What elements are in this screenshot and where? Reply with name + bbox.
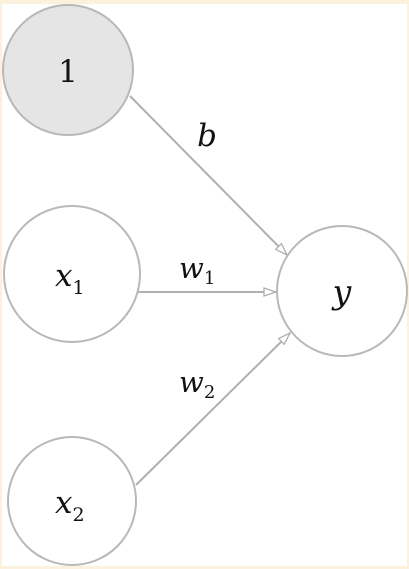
bias-node bbox=[2, 4, 134, 136]
weight-2-edge bbox=[135, 333, 290, 486]
input-1-node-label: x1 bbox=[55, 258, 85, 299]
output-node bbox=[276, 225, 408, 357]
weight-2-edge-label: w2 bbox=[179, 365, 215, 403]
bias-edge bbox=[129, 95, 287, 255]
weight-2-subscript: 2 bbox=[204, 382, 215, 403]
input-2-subscript: 2 bbox=[72, 504, 84, 526]
bias-edge-label: b bbox=[197, 118, 217, 154]
input-2-node bbox=[7, 436, 137, 566]
input-2-symbol: x bbox=[55, 485, 73, 521]
input-1-node bbox=[3, 205, 141, 343]
input-2-node-label: x2 bbox=[55, 485, 85, 526]
weight-1-edge-label: w1 bbox=[179, 251, 215, 289]
bias-node-label: 1 bbox=[58, 54, 78, 90]
input-1-subscript: 1 bbox=[72, 277, 84, 299]
weight-1-subscript: 1 bbox=[204, 268, 215, 289]
weight-1-symbol: w bbox=[179, 251, 204, 285]
input-1-symbol: x bbox=[55, 258, 73, 294]
output-node-label: y bbox=[331, 272, 352, 311]
weight-2-symbol: w bbox=[179, 365, 204, 399]
